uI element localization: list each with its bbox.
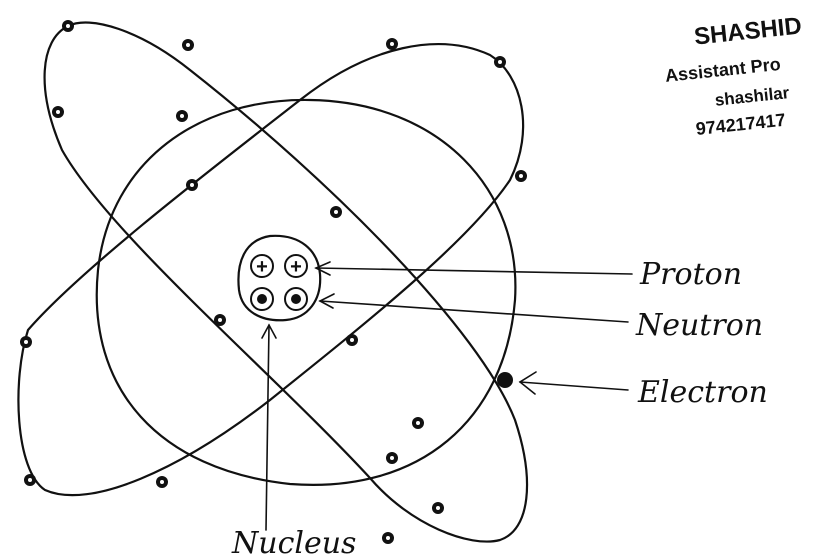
proton-particle: + [251,255,273,278]
svg-text:+: + [290,256,302,278]
electron-highlight [350,338,354,342]
label-neutron: Neutron [635,308,763,343]
svg-text:+: + [256,256,268,278]
neutron-particle [285,288,307,310]
electron-highlight [24,340,28,344]
electron-highlight [160,480,164,484]
electron-highlight [386,536,390,540]
electron-highlight [436,506,440,510]
neutron-particle [251,288,273,310]
pointer-nucleus [262,325,276,530]
electron-highlight [218,318,222,322]
electron-highlight [390,42,394,46]
electron-highlight [498,60,502,64]
electron-highlight [180,114,184,118]
author-stamp: SHASHID Assistant Pro shashilar 97421741… [660,12,812,141]
author-position: Assistant Pro [664,54,782,86]
label-electron: Electron [637,375,768,410]
author-phone: 974217417 [695,110,787,139]
proton-particle: + [285,255,307,278]
electron-highlight [56,110,60,114]
electron-highlight [519,174,523,178]
label-proton: Proton [639,257,742,292]
electron-highlight [186,43,190,47]
electron-highlight [334,210,338,214]
pointer-proton [316,262,632,275]
electron-highlight [416,421,420,425]
author-name: SHASHID [693,12,803,50]
electron-dot [497,372,513,388]
pointer-electron [520,372,628,394]
electron-highlight [28,478,32,482]
electron-highlight [390,456,394,460]
electron-highlight [190,183,194,187]
label-nucleus: Nucleus [231,526,356,560]
nucleus-shell [238,236,320,320]
orbit-central [97,100,516,485]
pointer-neutron [320,294,628,322]
author-email: shashilar [714,83,791,110]
electron-highlight [66,24,70,28]
